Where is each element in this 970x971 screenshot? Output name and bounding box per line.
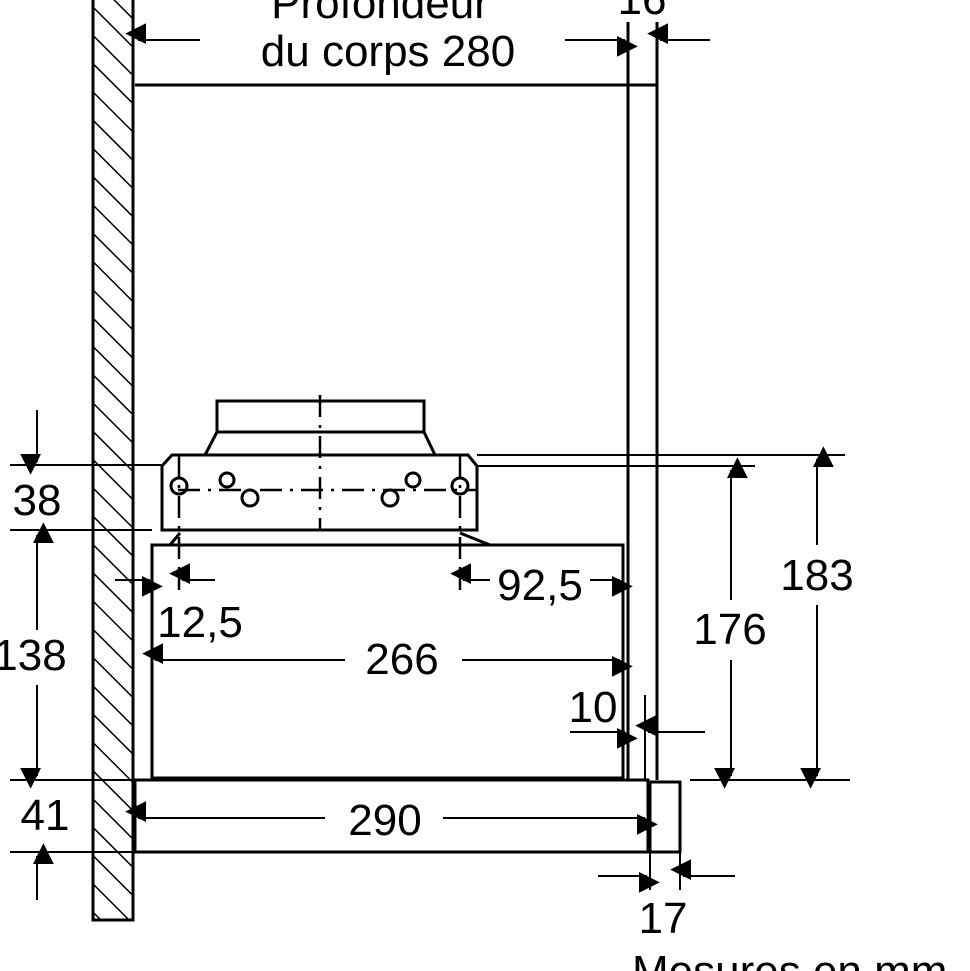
dim-body-height: 138 — [0, 631, 67, 680]
dim-left-offset: 12,5 — [157, 598, 243, 647]
dimension-arrows — [20, 23, 834, 900]
dim-front-thickness: 17 — [639, 894, 688, 943]
dim-body-depth: 266 — [365, 635, 438, 684]
dim-front-panel: 16 — [618, 0, 667, 24]
dim-bottom-depth: 290 — [348, 796, 421, 845]
wall-hatched — [91, 0, 135, 922]
dim-bracket-height: 38 — [13, 476, 62, 525]
dim-bottom-height: 41 — [21, 791, 70, 840]
dim-right-offset: 92,5 — [497, 561, 583, 610]
dim-mount-height: 176 — [693, 605, 766, 654]
title-line-2: du corps 280 — [261, 27, 515, 76]
title-line-1: Profondeur — [271, 0, 489, 28]
cabinet-outline — [135, 22, 659, 780]
mounting-bracket — [160, 395, 491, 590]
keyhole-slots — [169, 471, 470, 508]
dim-total-height: 183 — [780, 551, 853, 600]
units-note: Mesures en mm — [632, 947, 947, 971]
dim-front-gap: 10 — [569, 683, 618, 732]
front-panel — [648, 780, 682, 854]
